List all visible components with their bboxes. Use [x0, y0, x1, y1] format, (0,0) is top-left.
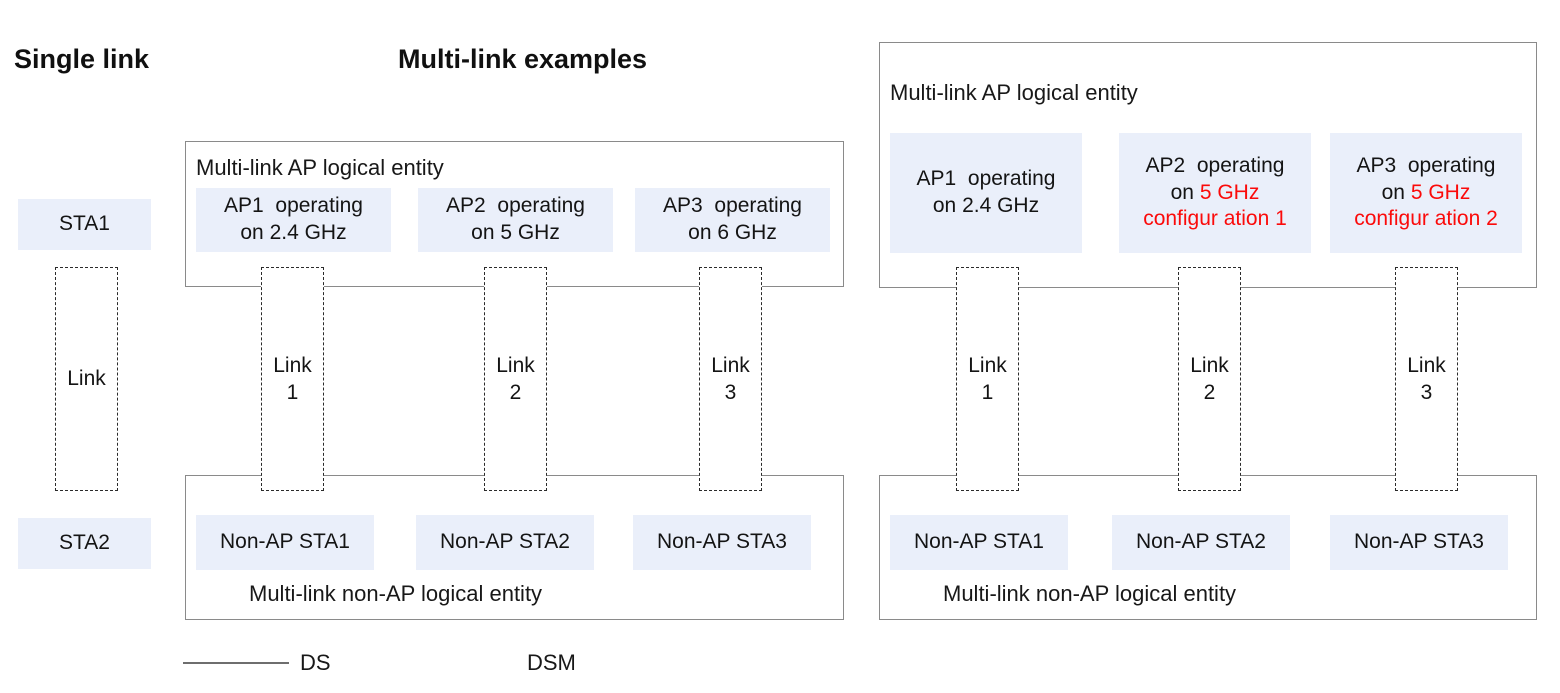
right-link-1: Link 1: [956, 267, 1019, 491]
right-ap2-box: AP2 operating on 5 GHz configur ation 1: [1119, 133, 1311, 253]
right-ap2-line2-prefix: on: [1170, 180, 1200, 204]
middle-nonap-sta2-label: Non-AP STA2: [440, 530, 570, 554]
middle-link-1: Link 1: [261, 267, 324, 491]
middle-nonap-sta3-box: Non-AP STA3: [633, 515, 811, 570]
right-nonap-sta3-box: Non-AP STA3: [1330, 515, 1508, 570]
right-link-2-label: Link: [1190, 353, 1229, 377]
right-ap1-box: AP1 operating on 2.4 GHz: [890, 133, 1082, 253]
middle-nonap-sta2-box: Non-AP STA2: [416, 515, 594, 570]
ds-legend-label: DS: [300, 650, 331, 675]
middle-ap2-line1: AP2 operating: [446, 194, 585, 218]
right-nonap-sta2-box: Non-AP STA2: [1112, 515, 1290, 570]
middle-ap1-box: AP1 operating on 2.4 GHz: [196, 188, 391, 252]
right-ap2-line3-config: configur ation 1: [1143, 207, 1287, 231]
right-ap2-line2-band: 5 GHz: [1199, 180, 1260, 204]
middle-nonap-sta1-box: Non-AP STA1: [196, 515, 374, 570]
right-nonap-entity-title: Multi-link non-AP logical entity: [943, 581, 1237, 606]
right-nonap-sta2-label: Non-AP STA2: [1136, 530, 1266, 554]
sta1-box: STA1: [18, 199, 151, 250]
middle-link-3-label: Link: [711, 353, 750, 377]
middle-link-3: Link 3: [699, 267, 762, 491]
ds-legend-line: [183, 662, 289, 665]
middle-link-1-label: Link: [273, 353, 312, 377]
middle-link-1-number: 1: [286, 381, 299, 404]
right-ap2-line2: on 5 GHz: [1143, 180, 1287, 207]
right-link-2: Link 2: [1178, 267, 1241, 491]
middle-link-3-number: 3: [724, 381, 737, 404]
single-link-channel: Link: [55, 267, 118, 491]
middle-ap3-line1: AP3 operating: [663, 194, 802, 218]
right-ap3-box: AP3 operating on 5 GHz configur ation 2: [1330, 133, 1522, 253]
right-ap2-line1: AP2 operating: [1145, 153, 1285, 177]
right-nonap-sta3-label: Non-AP STA3: [1354, 530, 1484, 554]
sta2-label: STA2: [59, 531, 110, 555]
middle-nonap-entity-title: Multi-link non-AP logical entity: [249, 581, 543, 606]
middle-nonap-sta1-label: Non-AP STA1: [220, 530, 350, 554]
middle-ap-entity-title: Multi-link AP logical entity: [196, 155, 444, 180]
right-link-2-number: 2: [1203, 381, 1216, 404]
right-nonap-sta1-box: Non-AP STA1: [890, 515, 1068, 570]
heading-single-link: Single link: [14, 44, 150, 74]
sta2-box: STA2: [18, 518, 151, 569]
right-link-1-label: Link: [968, 353, 1007, 377]
middle-ap2-line2: on 5 GHz: [471, 221, 560, 244]
middle-ap1-line2: on 2.4 GHz: [240, 221, 347, 244]
right-ap3-line2-prefix: on: [1381, 180, 1411, 204]
right-link-3-number: 3: [1420, 381, 1433, 404]
right-link-1-number: 1: [981, 381, 994, 404]
dsm-legend-label: DSM: [527, 650, 576, 675]
middle-ap2-box: AP2 operating on 5 GHz: [418, 188, 613, 252]
middle-link-2-label: Link: [496, 353, 535, 377]
right-ap1-line2: on 2.4 GHz: [932, 194, 1040, 217]
single-link-label: Link: [67, 367, 106, 391]
right-ap3-line3-config: configur ation 2: [1354, 207, 1498, 231]
middle-nonap-sta3-label: Non-AP STA3: [657, 530, 787, 554]
heading-multi-link-examples: Multi-link examples: [398, 44, 648, 74]
right-link-3-label: Link: [1407, 353, 1446, 377]
right-link-3: Link 3: [1395, 267, 1458, 491]
middle-link-2: Link 2: [484, 267, 547, 491]
right-nonap-sta1-label: Non-AP STA1: [914, 530, 1044, 554]
right-ap-entity-title: Multi-link AP logical entity: [890, 80, 1138, 105]
middle-ap1-line1: AP1 operating: [224, 194, 363, 218]
right-ap3-line2-band: 5 GHz: [1410, 180, 1471, 204]
middle-link-2-number: 2: [509, 381, 522, 404]
right-ap3-line2: on 5 GHz: [1354, 180, 1498, 207]
right-ap3-line1: AP3 operating: [1356, 153, 1496, 177]
middle-ap3-line2: on 6 GHz: [688, 221, 777, 244]
middle-ap3-box: AP3 operating on 6 GHz: [635, 188, 830, 252]
sta1-label: STA1: [59, 212, 110, 236]
right-ap1-line1: AP1 operating: [916, 167, 1056, 191]
